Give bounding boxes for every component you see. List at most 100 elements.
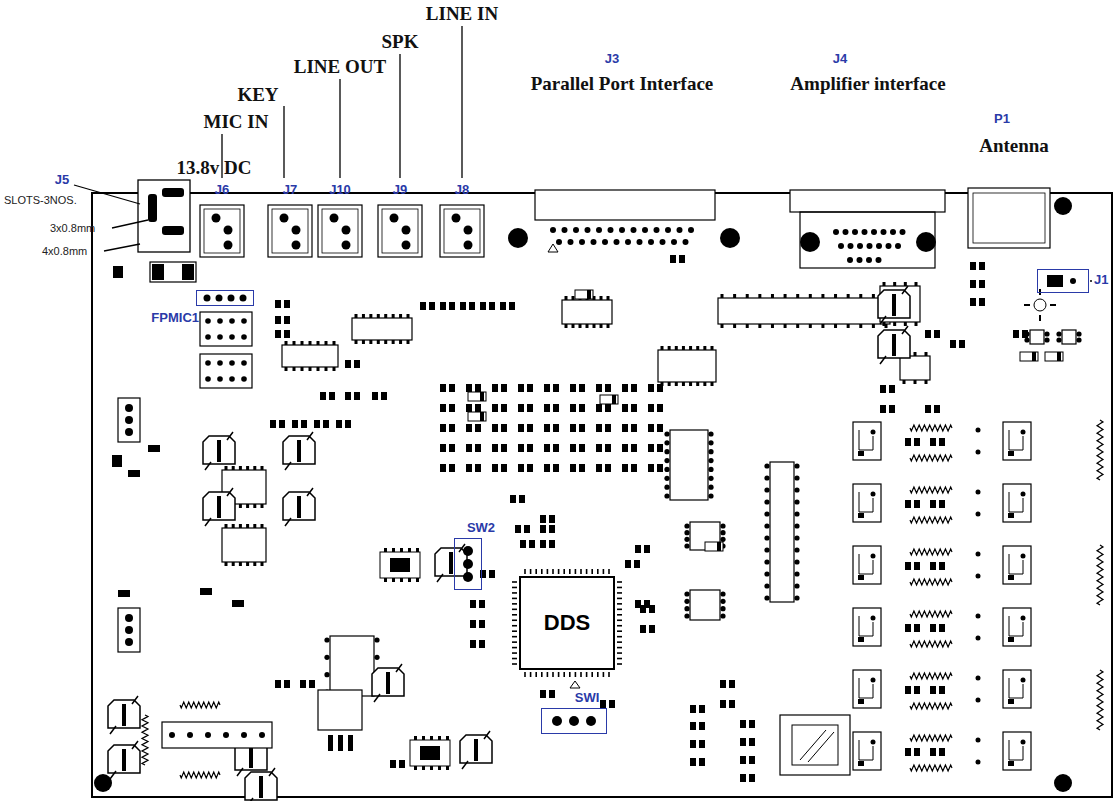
- ic-body: [770, 462, 794, 602]
- via: [976, 428, 981, 433]
- cap-bar: [249, 746, 253, 768]
- ic-pin: [764, 475, 769, 480]
- ic-pin: [764, 571, 769, 576]
- db15-pin: [843, 229, 849, 235]
- smd-pad: [381, 392, 387, 400]
- smd-pad: [501, 444, 507, 452]
- smd-pad: [657, 444, 663, 452]
- smd-pad: [596, 444, 602, 452]
- smd-pad: [544, 444, 550, 452]
- db15-pin: [900, 229, 906, 235]
- smd-pad: [492, 424, 498, 432]
- ic-pin: [720, 537, 725, 542]
- pad-dot: [224, 241, 233, 250]
- smd-pad: [475, 444, 481, 452]
- pad-dot: [259, 732, 265, 738]
- ic-pin: [261, 466, 264, 470]
- ic-pin: [703, 346, 706, 350]
- qfp-pin: [512, 587, 517, 589]
- smd-pad: [553, 404, 559, 412]
- audio-jack: [318, 205, 362, 257]
- db25-pin: [579, 239, 585, 245]
- ic-pin: [384, 340, 387, 344]
- smd-pad: [470, 620, 476, 628]
- smd-pad: [609, 700, 615, 708]
- cap-lead: [285, 432, 313, 470]
- qfp-pin: [530, 672, 532, 677]
- via: [976, 676, 981, 681]
- header-block: [200, 354, 252, 388]
- smd-pad: [905, 686, 911, 694]
- pad-dot: [241, 360, 247, 366]
- pad-dot: [229, 318, 235, 324]
- ic-pin: [696, 382, 699, 386]
- ic-pin: [239, 504, 242, 508]
- ic-pin: [309, 341, 312, 345]
- smd-pad: [631, 424, 637, 432]
- db15-pin: [876, 257, 882, 263]
- ic-pin: [293, 341, 296, 345]
- inductor-coil: [910, 455, 952, 461]
- inductor-coil: [910, 641, 952, 647]
- smd-pad: [501, 404, 507, 412]
- smd-pad: [631, 384, 637, 392]
- ic-pin: [904, 322, 907, 326]
- ic-pin: [764, 523, 769, 528]
- inductor-coil: [910, 487, 952, 493]
- smd-pad: [519, 495, 525, 503]
- ic-pin: [720, 591, 725, 596]
- callout-label: J1: [1094, 273, 1108, 287]
- smd-pad: [648, 444, 654, 452]
- smd-pad: [480, 302, 486, 310]
- smd-pad: [540, 515, 546, 523]
- smd-pad: [301, 420, 307, 428]
- ic-pin: [684, 613, 689, 618]
- ic-pin: [758, 294, 761, 298]
- smd-pad: [648, 424, 654, 432]
- transformer: [318, 690, 362, 730]
- smd-pad: [544, 464, 550, 472]
- pad-dot: [229, 334, 235, 340]
- qfp-pin: [603, 569, 605, 574]
- soic-body: [380, 552, 420, 578]
- qfp-pin: [524, 569, 526, 574]
- smd-pad: [1013, 330, 1019, 338]
- ic-pin: [708, 476, 713, 481]
- inductor-coil: [180, 702, 220, 708]
- db25-pin: [648, 239, 654, 245]
- ic-pin: [324, 672, 329, 677]
- ic-pin: [246, 466, 249, 470]
- diode: [1020, 352, 1038, 361]
- smd-part: [438, 736, 441, 740]
- switch-callout-box: SWI: [541, 708, 607, 734]
- pad-dot: [204, 295, 211, 302]
- reference-designator: J3: [605, 51, 619, 66]
- audio-jack-inner: [322, 209, 358, 253]
- diode: [705, 542, 723, 551]
- jumper-pad: [1070, 278, 1076, 284]
- qfp-pin: [512, 641, 517, 643]
- db25-pin: [671, 239, 677, 245]
- board-art: [92, 180, 1112, 801]
- smd-pad: [466, 404, 472, 412]
- cap-bar: [122, 704, 126, 726]
- pad-dot: [241, 334, 247, 340]
- relay: [853, 732, 881, 770]
- relay-module: [780, 715, 850, 775]
- inductor-coil: [910, 765, 952, 771]
- smd-pad: [622, 404, 628, 412]
- smd-pad: [622, 464, 628, 472]
- pad-dot: [569, 716, 579, 726]
- ic-pin: [664, 431, 669, 436]
- ic-pin: [664, 440, 669, 445]
- smd-pad: [720, 680, 726, 688]
- smd-pad: [469, 302, 475, 310]
- smd-pad: [914, 748, 920, 756]
- relay-pad: [1008, 761, 1014, 766]
- relay: [1003, 422, 1031, 460]
- smd-part: [422, 736, 425, 740]
- inductor-coil: [910, 735, 952, 741]
- ic-pin: [771, 294, 774, 298]
- cap-bar: [386, 672, 390, 694]
